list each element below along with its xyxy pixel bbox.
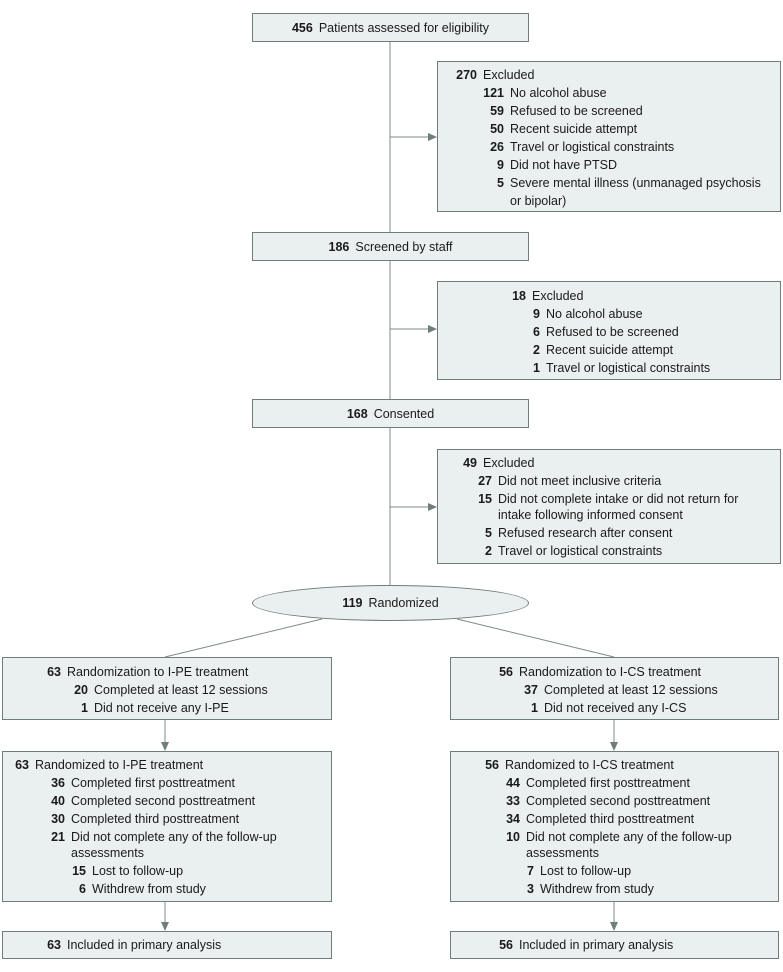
assessed-label: Patients assessed for eligibility <box>318 20 490 35</box>
branch-right-line <box>456 618 615 658</box>
assessed-box: 456 Patients assessed for eligibility <box>252 13 529 42</box>
consented-label: Consented <box>373 406 435 421</box>
excluded-3-item-continued: intake following informed consent <box>498 508 683 522</box>
screened-count: 186 <box>328 239 350 254</box>
screened-box: 186 Screened by staff <box>252 232 529 261</box>
consented-count: 168 <box>346 406 368 421</box>
assessed-count: 456 <box>291 20 313 35</box>
randomized-ellipse: 119 Randomized <box>252 585 529 621</box>
branch-left-line <box>164 618 323 658</box>
consented-box: 168 Consented <box>252 399 529 428</box>
right-followup-item-continued: assessments <box>526 846 599 860</box>
left-followup-item-continued: assessments <box>71 846 144 860</box>
excluded-1-item-continued: or bipolar) <box>510 194 567 208</box>
randomized-label: Randomized <box>368 596 439 610</box>
randomized-count: 119 <box>342 596 363 610</box>
screened-label: Screened by staff <box>355 239 453 254</box>
